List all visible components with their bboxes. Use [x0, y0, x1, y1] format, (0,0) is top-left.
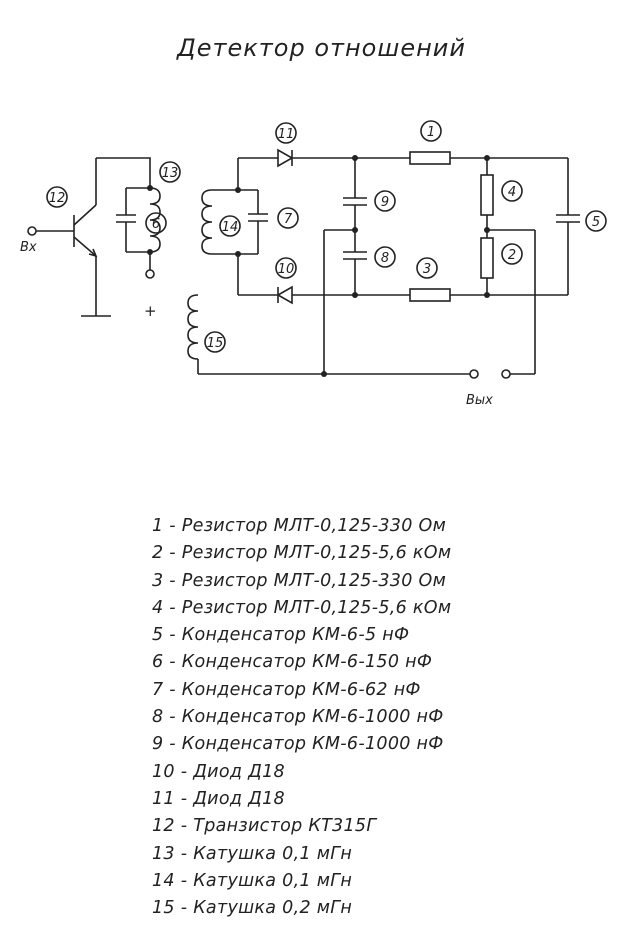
input-terminal[interactable] — [27, 226, 37, 236]
callout-7-text: 7 — [284, 212, 293, 227]
transistor-12 — [36, 158, 111, 317]
parts-list-item: 9 - Конденсатор КМ-6-1000 нФ — [152, 734, 444, 755]
parts-list-item: 5 - Конденсатор КМ-6-5 нФ — [152, 625, 410, 646]
callout-9 — [374, 190, 396, 212]
callout-1-text: 1 — [427, 125, 435, 140]
callout-6 — [145, 212, 167, 234]
parts-list-item: 15 - Катушка 0,2 мГн — [152, 898, 353, 919]
callout-14-text: 14 — [222, 220, 239, 235]
callout-2 — [501, 243, 523, 265]
output-label: Вых — [466, 393, 493, 408]
callout-10 — [275, 257, 297, 279]
callout-13-text: 13 — [162, 166, 179, 181]
parts-list: 1 - Резистор МЛТ-0,125-330 Ом 2 - Резист… — [152, 513, 451, 922]
callout-9-text: 9 — [381, 195, 389, 210]
resistor-divider-4-2 — [480, 158, 536, 375]
callout-12 — [46, 186, 68, 208]
parts-list-item: 12 - Транзистор КТ315Г — [152, 816, 377, 837]
capacitor-stack-9-8 — [323, 158, 367, 374]
callout-2-text: 2 — [508, 248, 516, 263]
capacitor-5 — [487, 158, 580, 296]
parts-list-item: 7 - Конденсатор КМ-6-62 нФ — [152, 679, 421, 700]
callout-15-text: 15 — [207, 336, 224, 351]
callout-5 — [585, 210, 607, 232]
parts-list-item: 13 - Катушка 0,1 мГн — [152, 843, 353, 864]
callout-15 — [204, 331, 226, 353]
callout-4 — [501, 180, 523, 202]
callout-5-text: 5 — [592, 215, 600, 230]
callout-11-text: 11 — [278, 127, 295, 142]
parts-list-item: 4 - Резистор МЛТ-0,125-5,6 кОм — [152, 597, 452, 618]
callout-12-text: 12 — [49, 191, 66, 206]
parts-list-item: 6 - Конденсатор КМ-6-150 нФ — [152, 652, 433, 673]
callout-1 — [420, 120, 442, 142]
callout-13 — [159, 161, 181, 183]
callout-8-text: 8 — [381, 251, 389, 266]
parts-list-item: 1 - Резистор МЛТ-0,125-330 Ом — [152, 516, 447, 536]
input-label: Вх — [20, 240, 37, 255]
callout-8 — [374, 246, 396, 268]
callout-11 — [275, 122, 297, 144]
output-terminal-2[interactable] — [501, 369, 511, 379]
circuit-schematic: Вх 12 + 13 6 14 7 — [20, 120, 607, 408]
bottom-rail — [238, 285, 487, 305]
callout-7 — [277, 207, 299, 229]
callout-3 — [416, 257, 438, 279]
parts-list-item: 2 - Резистор МЛТ-0,125-5,6 кОм — [152, 543, 452, 564]
parts-list-item: 10 - Диод Д18 — [152, 761, 285, 782]
collector-wire — [96, 157, 151, 188]
callout-4-text: 4 — [508, 185, 516, 200]
callout-6-text: 6 — [152, 217, 160, 232]
top-rail — [238, 148, 568, 168]
callout-10-text: 10 — [278, 262, 295, 277]
callout-14 — [219, 215, 241, 237]
parts-list-item: 8 - Конденсатор КМ-6-1000 нФ — [152, 707, 444, 728]
output-terminal-1[interactable] — [469, 369, 479, 379]
diagram-title: Детектор отношений — [177, 34, 466, 62]
parts-list-item: 3 - Резистор МЛТ-0,125-330 Ом — [152, 570, 447, 591]
parts-list-item: 11 - Диод Д18 — [152, 788, 285, 809]
supply-terminal[interactable] — [145, 269, 155, 279]
secondary-coil-14 — [201, 158, 268, 295]
plus-label: + — [144, 302, 157, 320]
tertiary-coil-15 — [187, 294, 470, 375]
parts-list-item: 14 - Катушка 0,1 мГн — [152, 870, 353, 891]
callout-3-text: 3 — [423, 262, 431, 277]
